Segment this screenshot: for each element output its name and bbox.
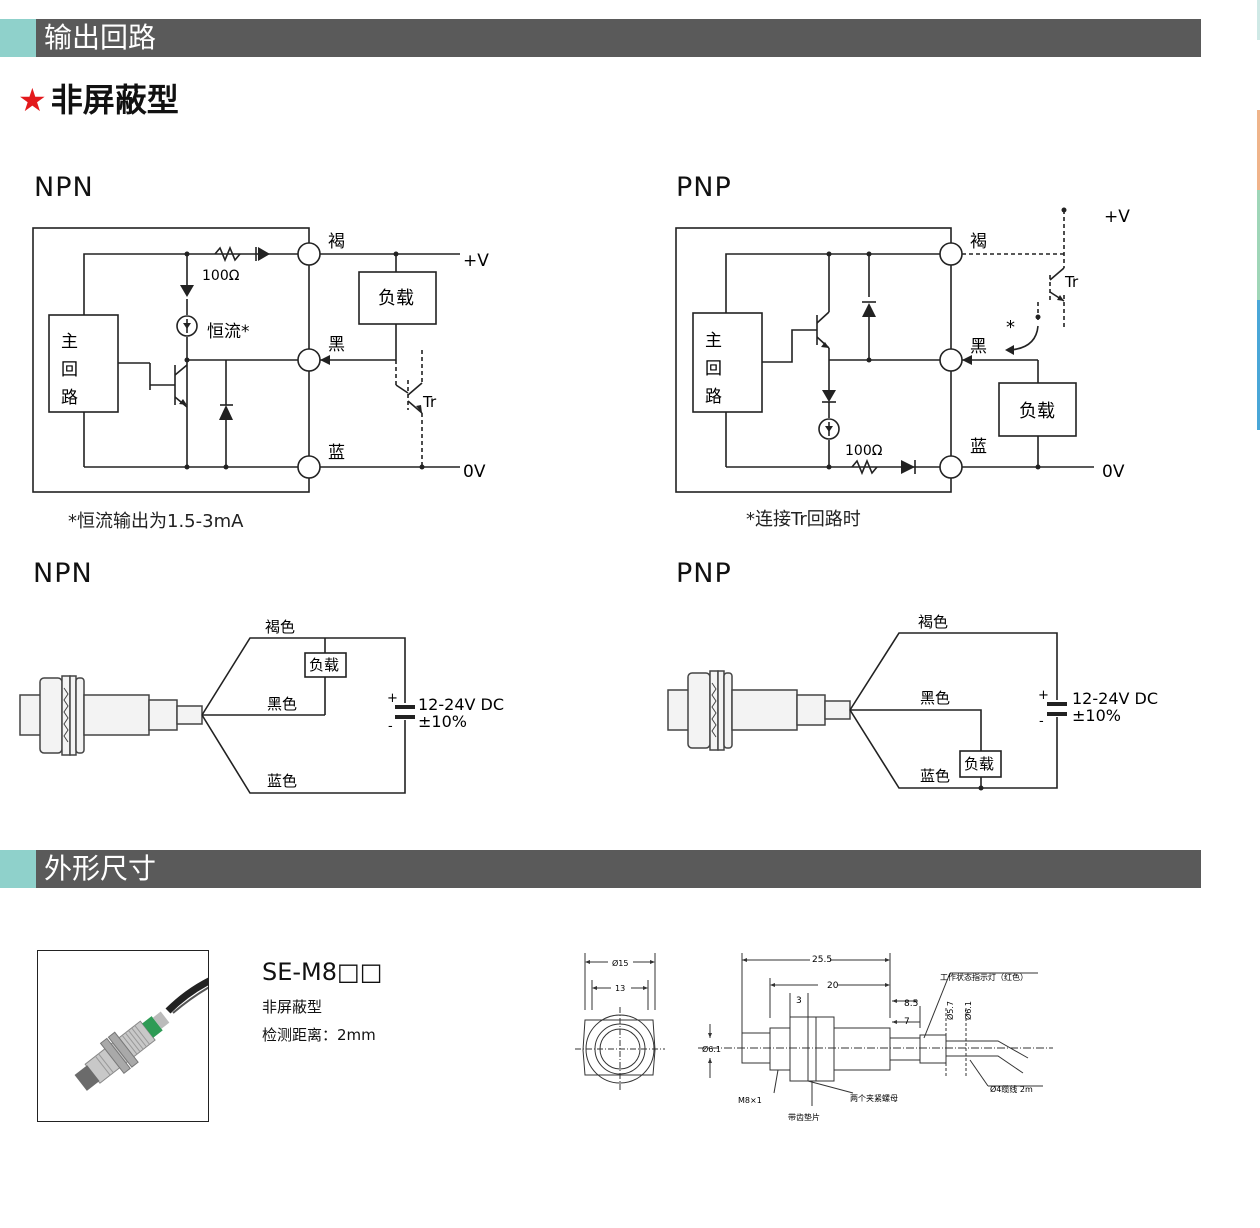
npn-wiring-tolerance: ±10% (418, 712, 467, 731)
pnp-wiring-diagram: 褐色 黑色 蓝色 负载 12-24V DC ±10% + - (667, 613, 1158, 791)
pnp-main-2: 回 (705, 359, 722, 379)
subtitle-text: 非屏蔽型 (50, 81, 179, 119)
pnp-resistor-label: 100Ω (845, 443, 883, 459)
rail-seg-3 (1257, 110, 1260, 190)
section-title-dimensions: 外形尺寸 (44, 852, 157, 885)
pnp-star-label: * (1006, 317, 1015, 338)
pnp-vplus-label: +V (1104, 207, 1130, 227)
rail-seg-4 (1257, 190, 1260, 300)
pnp-main-3: 路 (705, 387, 722, 407)
dim-len3: 3 (796, 996, 802, 1006)
pnp-wiring-brown: 褐色 (918, 613, 948, 631)
pnp-blue-label: 蓝 (970, 437, 987, 457)
npn-circuit-label: NPN (34, 172, 94, 203)
page-subtitle: ★非屏蔽型 (18, 78, 179, 122)
npn-main-3: 路 (61, 388, 78, 408)
pnp-main-1: 主 (705, 331, 722, 351)
npn-circuit-diagram: 主 回 路 100Ω 恒流* 负载 褐 黑 蓝 +V 0V Tr (32, 227, 489, 493)
pnp-circuit-label: PNP (676, 172, 732, 203)
npn-wiring-load: 负载 (309, 656, 339, 674)
pnp-wiring-load: 负载 (964, 755, 994, 773)
pnp-brown-label: 褐 (970, 232, 987, 252)
pnp-tr-label: Tr (1064, 273, 1079, 291)
section-accent (0, 850, 36, 888)
pnp-wiring-plus: + (1038, 688, 1049, 703)
npn-brown-label: 褐 (328, 232, 345, 252)
star-icon: ★ (18, 81, 47, 119)
section-bar-dimensions: 外形尺寸 (0, 850, 1201, 888)
dim-d13: 13 (615, 984, 625, 993)
cable-label: Ø4缆线 2m (990, 1084, 1033, 1094)
dim-d57: Ø5.7 (945, 1001, 955, 1020)
pnp-circuit-diagram: 主 回 路 100Ω 负载 褐 黑 蓝 +V 0V Tr * (675, 207, 1130, 493)
front-view-drawing: Ø15 13 (575, 953, 665, 1091)
model-type: 非屏蔽型 (262, 998, 323, 1016)
rail-seg-5 (1257, 300, 1260, 430)
npn-tr-label: Tr (422, 393, 437, 411)
thread-label: M8×1 (738, 1096, 762, 1105)
dim-len85: 8.5 (904, 999, 918, 1009)
section-title-output: 输出回路 (44, 21, 157, 54)
dim-len7: 7 (904, 1017, 910, 1027)
npn-wiring-diagram: 褐色 黑色 蓝色 负载 12-24V DC ±10% + - (19, 618, 504, 794)
npn-blue-label: 蓝 (328, 443, 345, 463)
dim-d61v: Ø6.1 (963, 1001, 973, 1020)
model-range: 检测距离：2mm (262, 1026, 376, 1044)
npn-note: *恒流输出为1.5-3mA (68, 511, 244, 532)
npn-load-label: 负载 (378, 288, 414, 309)
washer-label: 带齿垫片 (788, 1112, 820, 1122)
right-color-rail (1257, 0, 1260, 430)
npn-black-label: 黑 (328, 335, 345, 355)
npn-wiring-plus: + (387, 691, 398, 706)
pnp-load-label: 负载 (1019, 401, 1055, 422)
npn-wiring-voltage: 12-24V DC (418, 695, 504, 714)
dim-len20: 20 (827, 981, 839, 991)
pnp-wiring-label: PNP (676, 558, 732, 589)
dim-len255: 25.5 (812, 955, 832, 965)
pnp-wiring-blue: 蓝色 (920, 767, 950, 785)
npn-wiring-label: NPN (33, 558, 93, 589)
indicator-label: 工作状态指示灯（红色） (940, 972, 1028, 982)
npn-const-current-label: 恒流* (207, 322, 250, 342)
npn-zero-label: 0V (463, 462, 486, 482)
pnp-wiring-voltage: 12-24V DC (1072, 689, 1158, 708)
section-accent (0, 19, 36, 57)
npn-wiring-brown: 褐色 (265, 618, 295, 636)
pnp-black-label: 黑 (970, 337, 987, 357)
dim-d15: Ø15 (612, 958, 628, 968)
rail-seg-2 (1257, 40, 1260, 110)
sensor-photo-image (74, 975, 215, 1091)
pnp-note: *连接Tr回路时 (746, 509, 861, 530)
npn-main-2: 回 (61, 360, 78, 380)
pnp-zero-label: 0V (1102, 462, 1125, 482)
dim-d61h: Ø6.1 (702, 1044, 721, 1054)
side-view-drawing: 25.5 20 3 8.5 7 Ø6.1 Ø5.7 Ø6.1 工作状态指示灯（红… (698, 953, 1053, 1122)
pnp-wiring-minus: - (1039, 714, 1044, 729)
pnp-wiring-black: 黑色 (920, 689, 950, 707)
pnp-wiring-tolerance: ±10% (1072, 706, 1121, 725)
section-bar-output: 输出回路 (0, 19, 1201, 57)
npn-wiring-blue: 蓝色 (267, 772, 297, 790)
rail-seg-1 (1257, 0, 1260, 40)
npn-vplus-label: +V (463, 251, 489, 271)
npn-main-1: 主 (61, 332, 78, 352)
npn-wiring-black: 黑色 (267, 695, 297, 713)
npn-resistor-label: 100Ω (202, 268, 240, 284)
model-name: SE-M8□□ (262, 958, 383, 986)
product-photo (37, 950, 215, 1122)
nuts-label: 两个夹紧螺母 (850, 1093, 898, 1103)
npn-wiring-minus: - (388, 719, 393, 734)
